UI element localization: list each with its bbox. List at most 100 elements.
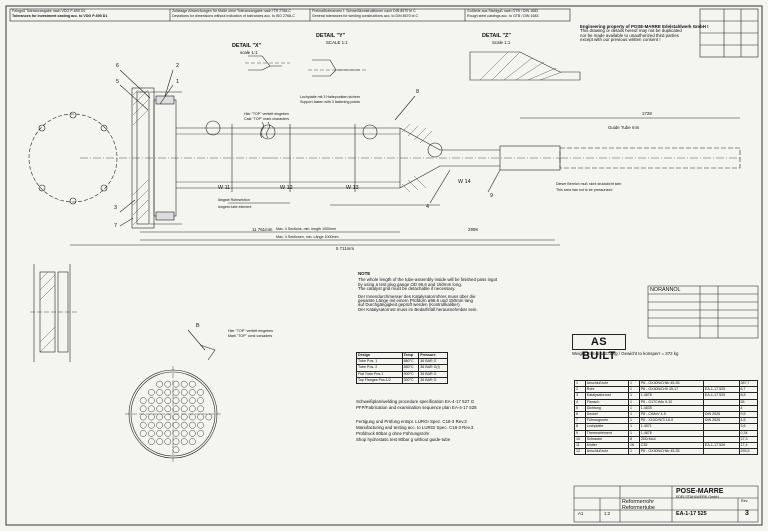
grid-hole xyxy=(156,405,163,413)
company-name: POSE-MARRE xyxy=(676,488,724,495)
note-line: auf Durchgängigkeit geprüft werden (Kont… xyxy=(358,302,461,308)
grid-hole xyxy=(172,413,180,421)
grid-hole xyxy=(180,438,188,445)
grid-hole xyxy=(148,405,155,413)
revision-number: 3 xyxy=(745,510,749,517)
grid-hole xyxy=(164,430,172,437)
grid-hole xyxy=(156,413,163,421)
tolerance-header-en-1: Tolerances for investment casting acc. t… xyxy=(12,14,108,18)
support-note-en: Support fasten with 3 fastening points xyxy=(300,100,360,104)
grid-hole xyxy=(180,405,188,413)
grid-hole xyxy=(189,413,196,421)
weld-label: W 12 xyxy=(280,185,293,191)
table-row: Top Flanges Pos.1/2 300°C 36 BAR G xyxy=(356,376,448,384)
grid-hole xyxy=(205,413,213,421)
longest-tube-de: längste Rohrsektion xyxy=(218,198,250,202)
callout-number: 5 xyxy=(116,79,119,85)
callout-number: 8 xyxy=(416,89,419,95)
callout-number: 9 xyxy=(490,193,493,199)
testing-line: Prüfdruck 80bar g ohne Führungsrohr xyxy=(356,431,430,436)
top-mark-grid-de: Hier "TOP" vertieft eingeben xyxy=(228,329,274,333)
wps-line: Schweißplan/welding procedure specificat… xyxy=(356,399,475,404)
grid-hole xyxy=(164,438,172,445)
weld-label: W 13 xyxy=(346,185,359,191)
grid-hole xyxy=(189,380,196,388)
grid-hole xyxy=(148,438,155,445)
detail-z-scale: Scale 1:1 xyxy=(492,40,511,45)
total-length-dimension: 5 711mm xyxy=(336,246,354,251)
grid-hole xyxy=(180,413,188,421)
testing-line: Fertigung und Prüfung entspr. LURGI Spez… xyxy=(356,419,467,424)
detail-x-title: DETAIL "X" xyxy=(232,43,262,49)
weld-label: W 14 xyxy=(458,179,471,185)
note-title: NOTE xyxy=(358,271,371,276)
grid-hole xyxy=(172,446,180,454)
tolerance-header-en-2: Deviations for dimensions without indica… xyxy=(172,14,295,18)
callout-number: 3 xyxy=(114,205,117,211)
grid-hole xyxy=(180,430,188,437)
region-note-de: Dieser Bereich muß nicht druckdicht sein xyxy=(556,182,622,186)
grid-hole xyxy=(172,438,180,445)
dimension-label: 2908 xyxy=(468,227,478,232)
table-cell xyxy=(702,448,740,456)
tolerance-header-de-4: Gußteile aus Stahlguß nach GTB / DIN 168… xyxy=(467,9,539,13)
grid-hole xyxy=(172,405,180,413)
wps-line: PFP/Fabrication and examination sequence… xyxy=(356,405,477,410)
tolerance-header-de-1: Feinguß Toleranzangabe nach VDG P-690 D1 xyxy=(12,9,86,13)
format-value: A1 xyxy=(578,511,584,516)
table-cell: 300°C xyxy=(401,376,420,384)
customer-name: NORANNOL xyxy=(650,287,681,293)
general-note: NOTE The whole length of the tube-assemb… xyxy=(358,271,498,312)
grid-hole xyxy=(139,397,147,404)
grid-hole xyxy=(164,413,172,421)
grid-hole xyxy=(197,389,204,396)
note-line: The catalyst grid must be detachable if … xyxy=(358,286,456,292)
grid-hole xyxy=(164,405,172,413)
grid-hole xyxy=(189,389,196,396)
grid-hole xyxy=(156,421,163,429)
copyright-line: nor be made available to unauthorized th… xyxy=(580,32,679,38)
region-note-en: This area has not to be pressurized xyxy=(556,188,613,192)
grid-hole xyxy=(180,397,188,404)
as-built-stamp: AS BUILT xyxy=(572,334,626,362)
grid-hole xyxy=(139,430,147,437)
table-cell: Top Flanges Pos.1/2 xyxy=(356,376,403,384)
testing-line: Shop hydrostatic test 80bar g without gu… xyxy=(356,437,451,442)
callout-number: 6 xyxy=(116,63,119,69)
grid-hole xyxy=(156,430,163,437)
testing-line: Manufacturing and testing acc. to LURGI … xyxy=(356,425,474,430)
grid-hole xyxy=(197,421,204,429)
tolerance-header-de-3: Freimaßtoleranzen f. Schweißkonstruktion… xyxy=(312,9,416,13)
grid-hole xyxy=(148,421,155,429)
grid-hole xyxy=(180,389,188,396)
grid-hole xyxy=(180,380,188,388)
detail-z-title: DETAIL "Z" xyxy=(482,33,511,39)
scale-value: 1:2 xyxy=(604,511,611,516)
note-line: The whole length of the tube-assembly in… xyxy=(358,277,498,283)
section-length-en: Max. 4 Sections, min. length 1000mm xyxy=(276,227,337,231)
drawing-title-en: Reformertube xyxy=(622,505,655,511)
grid-hole xyxy=(139,421,147,429)
grid-hole xyxy=(164,389,172,396)
grid-hole xyxy=(172,421,180,429)
grid-hole xyxy=(164,380,172,388)
grid-hole xyxy=(172,380,180,388)
grid-hole xyxy=(197,405,204,413)
table-cell: 12 xyxy=(574,448,586,456)
callout-number: 1 xyxy=(176,79,179,85)
tolerance-header-en-4: Rough steel castings acc. to GTB / DIN 1… xyxy=(467,14,539,18)
table-cell: 293,5 xyxy=(738,448,759,456)
copyright-line: This drawing or details hereof may not b… xyxy=(580,28,682,34)
table-cell: P8 - GX40NiCrNb 45-35 xyxy=(638,448,704,456)
table-cell: 36 BAR G xyxy=(418,376,448,384)
grid-hole xyxy=(156,438,163,445)
note-line: gesamte Länge mit einem Prüfdorn ø96,6 u… xyxy=(358,298,473,304)
dimension-label: 1728 xyxy=(642,111,652,116)
note-line: Der Innendurchmesser des Katalysatorrohr… xyxy=(358,293,476,299)
revision-label: Rev. xyxy=(741,499,749,503)
view-b-label: B xyxy=(196,323,200,329)
drawing-title-de: Reformerrohr xyxy=(622,499,655,505)
